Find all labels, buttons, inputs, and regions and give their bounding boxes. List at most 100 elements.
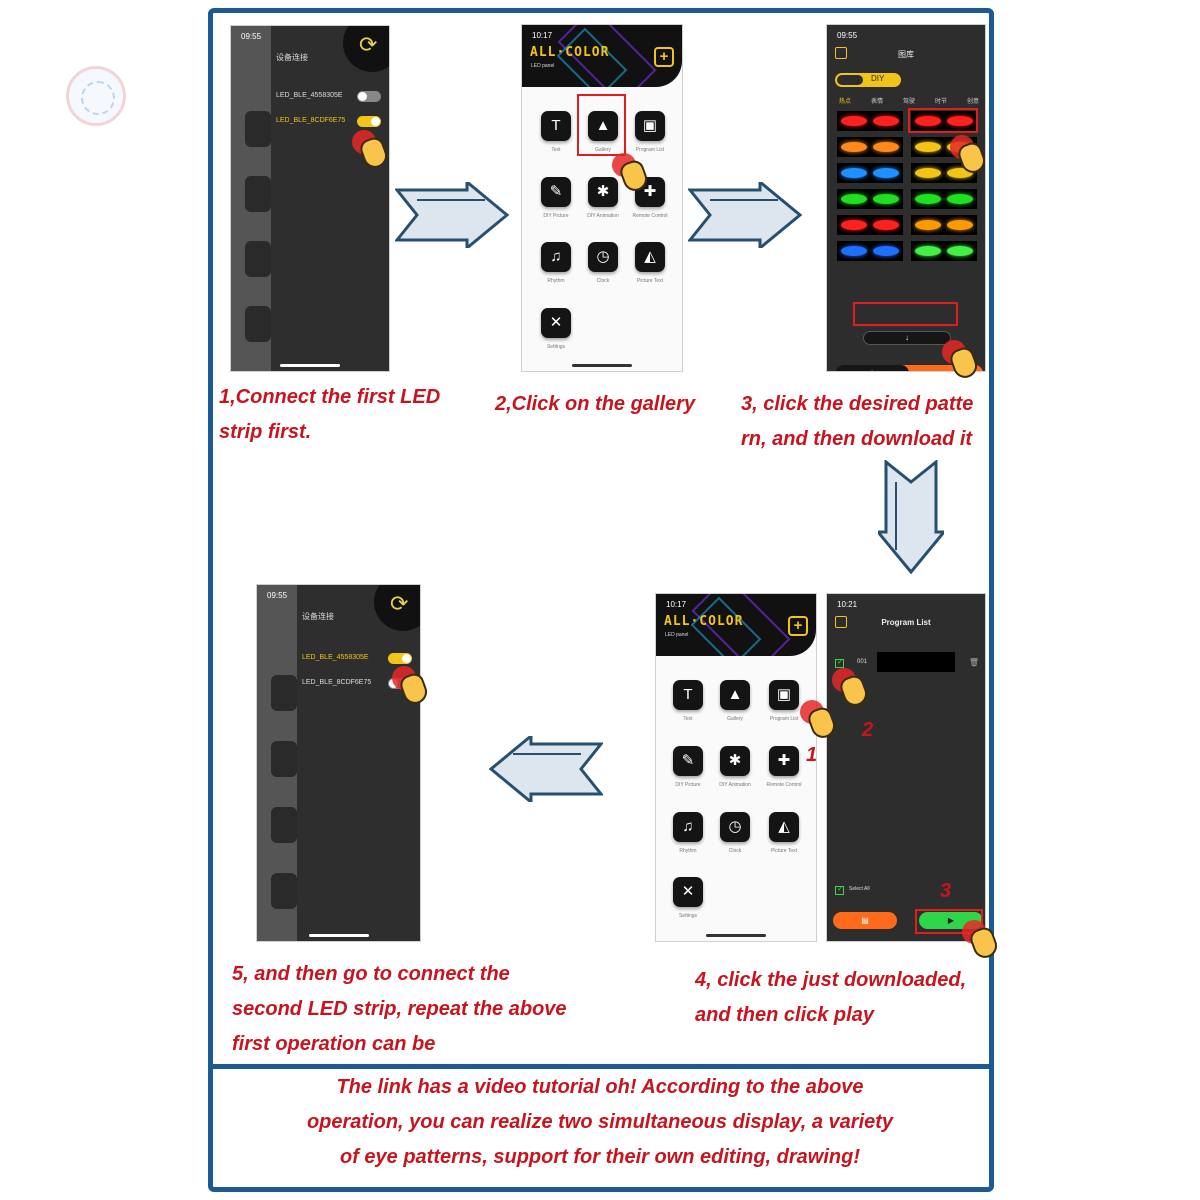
home-header: 10:17 ALL·COLOR LED panel + <box>656 594 816 656</box>
app-program-list[interactable]: ▣Program List <box>762 680 806 722</box>
tap-hand-icon <box>950 135 989 177</box>
gamepad-icon: ✚ <box>769 746 799 776</box>
app-rhythm[interactable]: ♫Rhythm <box>666 812 710 854</box>
app-remote-control[interactable]: ✚Remote Control <box>762 746 806 788</box>
app-rhythm[interactable]: ♫Rhythm <box>534 242 578 284</box>
settings-icon: ✕ <box>541 308 571 338</box>
home-header: 10:17 ALL·COLOR LED panel + <box>522 25 682 87</box>
refresh-button[interactable]: ⟳ <box>343 26 389 72</box>
step2-caption: 2,Click on the gallery <box>495 393 696 415</box>
app-picture-text[interactable]: ◭Picture Text <box>628 242 672 284</box>
tap-hand-icon <box>942 340 981 382</box>
eye-pattern-tile[interactable] <box>837 241 903 261</box>
running-icon: ✱ <box>588 177 618 207</box>
app-program-list[interactable]: ▣Program List <box>628 111 672 153</box>
eye-pattern-tile[interactable] <box>837 111 903 131</box>
background-app <box>231 26 271 371</box>
brand-subtitle: LED panel <box>531 63 555 69</box>
home-indicator <box>308 934 369 937</box>
eye-pattern-tile[interactable] <box>837 163 903 183</box>
app-settings[interactable]: ✕Settings <box>666 877 710 919</box>
refresh-icon: ⟳ <box>390 591 409 616</box>
tutorial-note: The link has a video tutorial oh! Accord… <box>306 1076 894 1168</box>
back-button[interactable] <box>835 616 847 628</box>
favorites-tab[interactable]: ★ <box>835 365 909 371</box>
app-clock[interactable]: ◷Clock <box>713 812 757 854</box>
tab-category[interactable]: 热点 <box>839 99 852 105</box>
refresh-button[interactable]: ⟳ <box>374 585 420 631</box>
text-icon: T <box>541 111 571 141</box>
status-time: 09:55 <box>837 31 858 40</box>
highlight-gallery <box>577 94 626 156</box>
background-app <box>257 585 297 941</box>
tab-category[interactable]: 驾驶 <box>902 99 915 105</box>
app-clock[interactable]: ◷Clock <box>581 242 625 284</box>
app-gallery[interactable]: ▲Gallery <box>713 680 757 722</box>
add-button[interactable]: + <box>654 47 674 67</box>
device-toggle[interactable] <box>357 116 381 127</box>
tap-hand-icon <box>962 920 1001 962</box>
app-diy-picture[interactable]: ✎DIY Picture <box>534 177 578 219</box>
eye-pattern-tile[interactable] <box>837 137 903 157</box>
device-panel: 设备连接 ⟳ LED_BLE_4558305E LED_BLE_8CDF6E75 <box>297 585 420 941</box>
music-icon: ♫ <box>673 812 703 842</box>
step-marker: 3 <box>940 880 952 902</box>
tv-icon: ▣ <box>769 680 799 710</box>
eye-pattern-tile[interactable] <box>911 163 977 183</box>
delete-button[interactable]: ▤ <box>833 912 897 929</box>
add-button[interactable]: + <box>788 616 808 636</box>
app-gallery[interactable]: ▲Gallery <box>581 111 625 153</box>
app-picture-text[interactable]: ◭Picture Text <box>762 812 806 854</box>
brand-title: ALL·COLOR <box>664 614 744 629</box>
running-icon: ✱ <box>720 746 750 776</box>
clock-icon: ◷ <box>588 242 618 272</box>
app-diy-picture[interactable]: ✎DIY Picture <box>666 746 710 788</box>
palette-icon: ✎ <box>673 746 703 776</box>
select-all-checkbox[interactable] <box>835 884 844 895</box>
step4-caption: 4, click the just downloaded,and then cl… <box>695 969 967 1026</box>
device-item[interactable]: LED_BLE_8CDF6E75 <box>302 679 372 686</box>
settings-icon: ✕ <box>673 877 703 907</box>
eye-pattern-tile[interactable] <box>911 111 977 131</box>
tap-hand-icon <box>392 666 431 708</box>
device-toggle[interactable] <box>388 653 412 664</box>
eye-pattern-tile[interactable] <box>911 189 977 209</box>
eye-pattern-tile[interactable] <box>837 215 903 235</box>
tap-hand-icon <box>800 700 839 742</box>
device-item[interactable]: LED_BLE_4558305E <box>302 654 369 661</box>
gallery-icon: ▲ <box>720 680 750 710</box>
eye-pattern-tile[interactable] <box>911 215 977 235</box>
device-item[interactable]: LED_BLE_8CDF6E75 <box>276 117 346 124</box>
app-diy-animation[interactable]: ✱DIY Animation <box>581 177 625 219</box>
phone-connect-step1: 09:55 设备连接 ⟳ LED_BLE_4558305E LED_BLE_8C… <box>230 25 390 372</box>
segment-control[interactable]: DIY <box>835 73 901 87</box>
step-marker: 1 <box>806 744 818 766</box>
brand-title: ALL·COLOR <box>530 45 610 60</box>
device-item[interactable]: LED_BLE_4558305E <box>276 92 343 99</box>
item-checkbox[interactable] <box>835 657 844 668</box>
eye-pattern-tile[interactable] <box>837 189 903 209</box>
frame-divider <box>213 1064 989 1069</box>
trash-icon[interactable]: 🗑 <box>968 658 979 667</box>
text-icon: T <box>673 680 703 710</box>
tab-category[interactable]: 时节 <box>934 99 947 105</box>
app-settings[interactable]: ✕Settings <box>534 308 578 350</box>
tab-category[interactable]: 创意 <box>966 99 979 105</box>
eye-pattern-tile[interactable] <box>911 241 977 261</box>
panel-title: 设备连接 <box>276 53 308 62</box>
tab-category[interactable]: 表情 <box>870 99 883 105</box>
arrow-left-icon <box>488 736 603 802</box>
clock-icon: ◷ <box>720 812 750 842</box>
download-button[interactable]: ↓ <box>863 331 951 345</box>
phone-program-list: 10:21 Program List 001 🗑 Select All ▤ ▶ <box>826 593 986 942</box>
device-toggle[interactable] <box>357 91 381 102</box>
gallery-icon: ▲ <box>588 111 618 141</box>
back-button[interactable] <box>835 47 847 59</box>
program-thumbnail[interactable] <box>877 652 955 672</box>
app-diy-animation[interactable]: ✱DIY Animation <box>713 746 757 788</box>
